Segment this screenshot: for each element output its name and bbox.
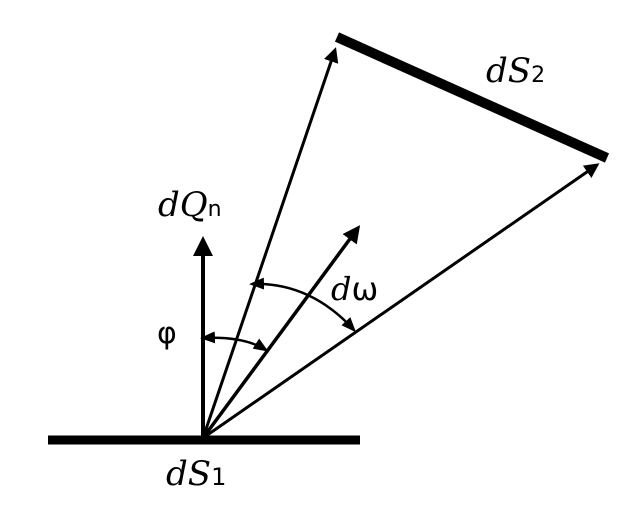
domega-label: dω bbox=[331, 270, 378, 308]
phi-angle-arc bbox=[200, 331, 269, 352]
domega-angle-arc bbox=[249, 277, 357, 333]
ds2-label: dS2 bbox=[486, 51, 545, 91]
ds1-label: dS1 bbox=[166, 454, 226, 494]
ray-to-ds2-left-arrow bbox=[201, 47, 339, 439]
surface-ds2-line bbox=[334, 32, 610, 163]
ray-to-ds2-right-arrow bbox=[202, 163, 600, 440]
normal-label: dQn bbox=[158, 185, 222, 225]
phi-label: φ bbox=[157, 316, 177, 351]
center-ray-arrow bbox=[201, 225, 361, 440]
